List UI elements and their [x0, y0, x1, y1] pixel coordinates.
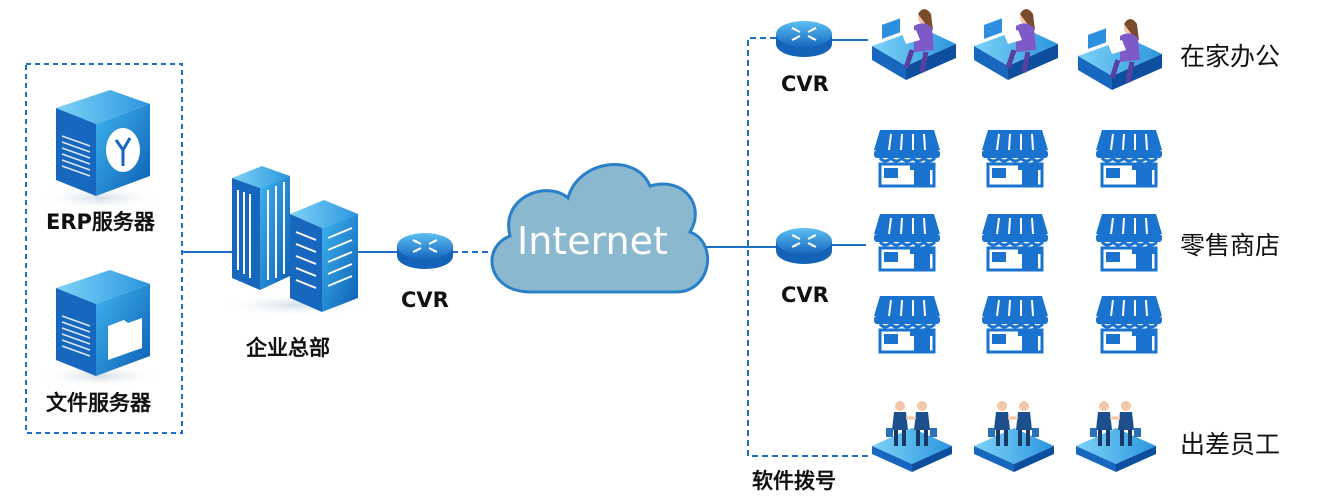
file-server-label: 文件服务器: [46, 391, 152, 415]
hq-building-icon: [220, 166, 370, 317]
hq-router-icon: [396, 232, 454, 270]
travel-staff-icon: [972, 399, 1056, 474]
hq-router-label: CVR: [401, 288, 449, 312]
shop-icon: [1094, 294, 1164, 354]
shop-icon: [872, 212, 942, 272]
shop-icon: [980, 128, 1050, 188]
dialup-label: 软件拨号: [752, 469, 836, 493]
retail-router-label: CVR: [781, 283, 829, 307]
travel-staff-icon: [1074, 399, 1158, 474]
connections: [182, 37, 868, 457]
shop-icon: [872, 128, 942, 188]
server-group-box: [25, 63, 183, 434]
home-router-icon: [775, 20, 833, 58]
shop-icon: [980, 294, 1050, 354]
home-user-icon: [872, 9, 956, 80]
travel-staff-icon: [870, 399, 954, 474]
file-server-icon: [38, 270, 162, 388]
internet-cloud-icon: [490, 163, 709, 294]
shop-icon: [1094, 212, 1164, 272]
hq-label: 企业总部: [245, 336, 330, 360]
shop-icon: [1094, 128, 1164, 188]
shop-icon: [980, 212, 1050, 272]
dialup-dashed-line: [747, 37, 868, 457]
erp-server-icon: [38, 90, 162, 210]
travel-staff-label: 出差员工: [1180, 430, 1280, 459]
internet-label: Internet: [517, 219, 668, 263]
home-office-label: 在家办公: [1180, 42, 1280, 71]
home-user-icon: [1078, 19, 1162, 90]
erp-server-label: ERP服务器: [46, 210, 156, 234]
retail-label: 零售商店: [1180, 231, 1280, 260]
shop-icon: [872, 294, 942, 354]
home-router-label: CVR: [781, 72, 829, 96]
retail-router-icon: [775, 227, 833, 265]
home-user-icon: [974, 9, 1058, 80]
